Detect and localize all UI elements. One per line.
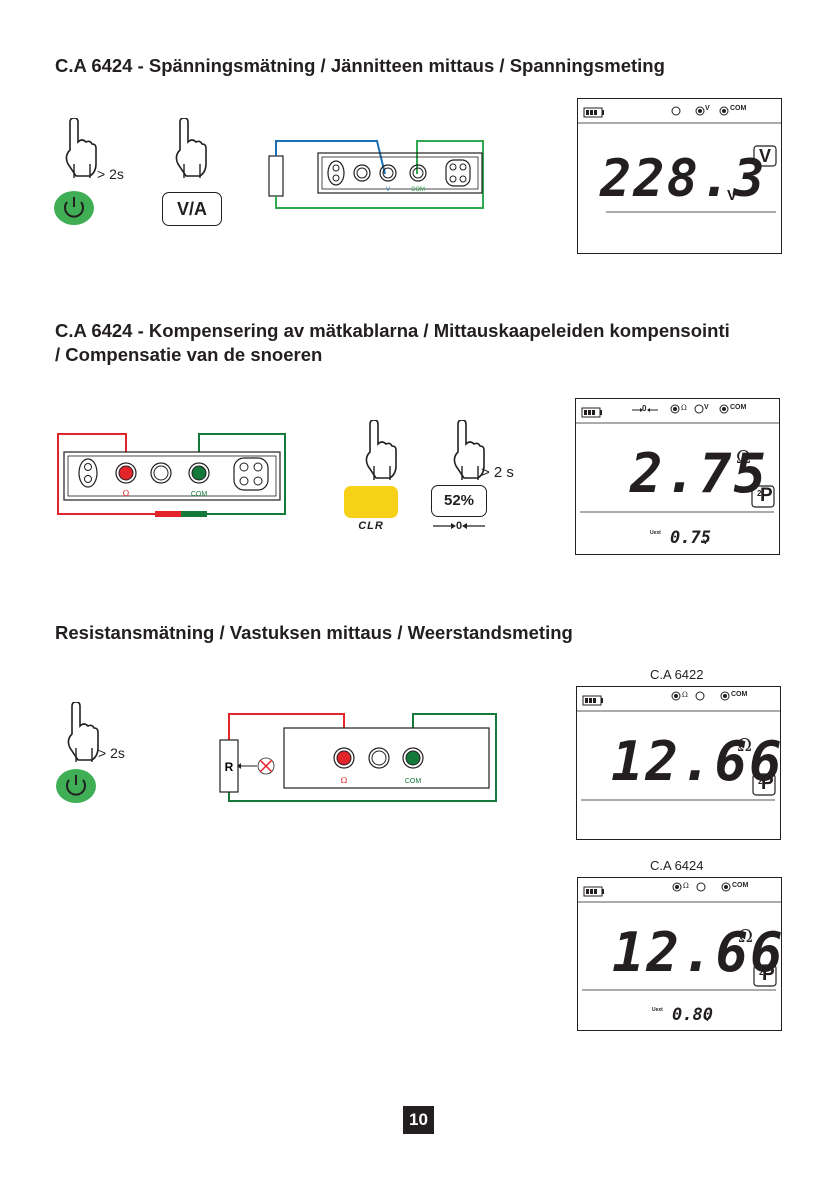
jack-ohm-label: Ω (341, 776, 348, 785)
section-title-resistance: Resistansmätning / Vastuksen mittaus / W… (55, 622, 573, 643)
top-ohm-indicator: Ω (682, 691, 688, 699)
two-pole-badge: P (760, 485, 773, 506)
top-v-indicator: V (704, 404, 709, 411)
section-title-compensation-2: / Compensatie van de snoeren (55, 344, 323, 365)
jack-com-label: COM (411, 187, 425, 193)
zero-indicator: 0 (642, 404, 647, 413)
hold-duration-label: > 2s (98, 745, 125, 761)
top-com-indicator: COM (732, 882, 749, 889)
compensation-wiring-diagram: Ω COM (57, 433, 286, 517)
jack-com-label: COM (191, 491, 208, 498)
page-number: 10 (403, 1106, 434, 1134)
zero-label: 0 (455, 520, 463, 532)
percent-button[interactable]: 52% (431, 485, 487, 517)
two-pole-badge: P (761, 773, 774, 794)
hold-duration-label: > 2 s (481, 464, 514, 481)
uext-label: Uext (652, 1007, 663, 1013)
uext-unit: V (703, 539, 708, 546)
jack-ohm-label: Ω (123, 489, 130, 498)
pointing-hand-icon (365, 420, 397, 480)
reading-unit: Ω (738, 926, 753, 947)
jack-v-label: V (386, 187, 390, 193)
uext-value: 0.75 (670, 528, 711, 548)
uext-label: Uext (650, 530, 661, 536)
section-title-compensation-1: C.A 6424 - Kompensering av mätkablarna /… (55, 320, 730, 341)
power-button[interactable] (53, 190, 95, 226)
zero-arrows-icon (433, 523, 485, 529)
pointing-hand-icon (175, 118, 207, 178)
power-button[interactable] (55, 768, 97, 804)
top-ohm-indicator: Ω (681, 404, 687, 412)
section-title-voltage: C.A 6424 - Spänningsmätning / Jännitteen… (55, 55, 665, 76)
clr-button[interactable] (344, 486, 398, 518)
main-reading: 2.75 (630, 442, 769, 505)
top-ohm-indicator: Ω (683, 882, 689, 890)
pointing-hand-icon (65, 118, 97, 178)
resistance-wiring-diagram: R Ω COM (219, 713, 497, 802)
va-button[interactable]: V/A (162, 192, 222, 226)
reading-unit: V (727, 187, 738, 204)
hold-duration-label: > 2s (97, 166, 124, 182)
voltage-wiring-diagram: V COM (268, 140, 484, 209)
main-reading: 228.3 (600, 149, 767, 209)
two-pole-badge: P (762, 964, 775, 985)
top-com-indicator: COM (731, 691, 748, 698)
mode-badge: V (758, 146, 771, 166)
top-v-indicator: V (705, 105, 710, 112)
pointing-hand-icon (453, 420, 485, 480)
pointing-hand-icon (67, 702, 99, 762)
top-com-indicator: COM (730, 105, 747, 112)
resistor-label: R (225, 760, 234, 774)
main-reading: 12.66 (611, 730, 784, 793)
model-label-6422: C.A 6422 (650, 667, 704, 682)
reading-unit: Ω (736, 447, 751, 468)
lcd-display-6422: Ω COM 12.66 Ω 2 P (576, 686, 784, 840)
lcd-display-compensation: 0 Ω V COM 2.75 Ω 2 P Uext 0.75 V (575, 398, 780, 555)
jack-com-label: COM (405, 778, 422, 785)
model-label-6424: C.A 6424 (650, 858, 704, 873)
lcd-display-6424: Ω COM 12.66 Ω 2 P Uext 0.80 V (577, 877, 785, 1031)
top-com-indicator: COM (730, 404, 747, 411)
badge-superscript: 2 (757, 489, 762, 498)
lcd-display-voltage: V COM 228.3 V V (577, 98, 782, 254)
main-reading: 12.66 (612, 921, 785, 984)
uext-value: 0.80 (672, 1005, 713, 1025)
badge-superscript: 2 (759, 968, 764, 977)
reading-unit: Ω (737, 735, 752, 756)
badge-superscript: 2 (758, 777, 763, 786)
uext-unit: V (705, 1016, 710, 1023)
clr-label: CLR (358, 520, 384, 532)
